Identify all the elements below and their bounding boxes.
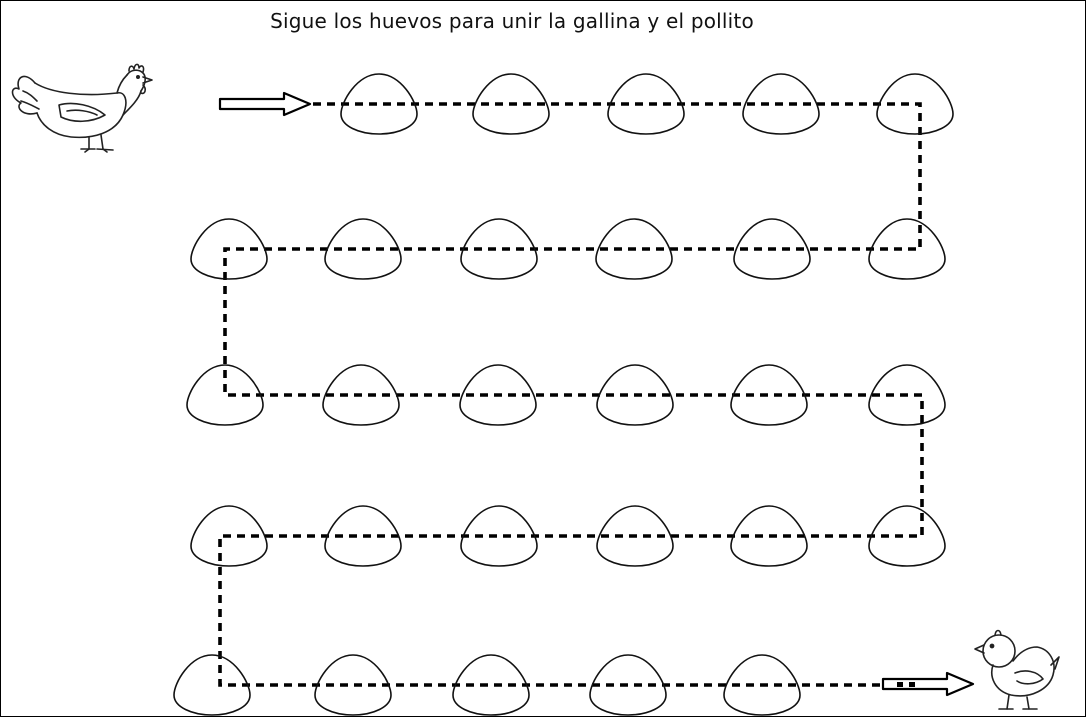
hen-icon <box>11 63 153 153</box>
egg-icon <box>190 505 268 567</box>
egg-icon <box>607 73 685 135</box>
egg-icon <box>730 364 808 426</box>
egg-icon <box>742 73 820 135</box>
egg-icon <box>733 218 811 280</box>
egg-icon <box>452 654 530 716</box>
egg-icon <box>868 505 946 567</box>
egg-grid <box>173 73 954 716</box>
egg-icon <box>595 218 673 280</box>
egg-icon <box>472 73 550 135</box>
egg-icon <box>730 505 808 567</box>
egg-icon <box>596 505 674 567</box>
egg-icon <box>459 364 537 426</box>
egg-icon <box>460 218 538 280</box>
egg-icon <box>596 364 674 426</box>
egg-icon <box>723 654 801 716</box>
egg-icon <box>324 218 402 280</box>
worksheet-title: Sigue los huevos para unir la gallina y … <box>270 9 754 33</box>
egg-icon <box>173 654 251 716</box>
egg-icon <box>190 218 268 280</box>
egg-icon <box>876 73 954 135</box>
arrow-right-icon <box>218 91 312 117</box>
arrow-right-icon <box>881 671 975 697</box>
egg-icon <box>314 654 392 716</box>
egg-icon <box>460 505 538 567</box>
egg-icon <box>340 73 418 135</box>
dotted-path <box>218 102 924 687</box>
egg-icon <box>322 364 400 426</box>
egg-icon <box>868 218 946 280</box>
egg-icon <box>186 364 264 426</box>
egg-icon <box>868 364 946 426</box>
egg-icon <box>324 505 402 567</box>
egg-icon <box>589 654 667 716</box>
chick-icon <box>974 629 1060 710</box>
